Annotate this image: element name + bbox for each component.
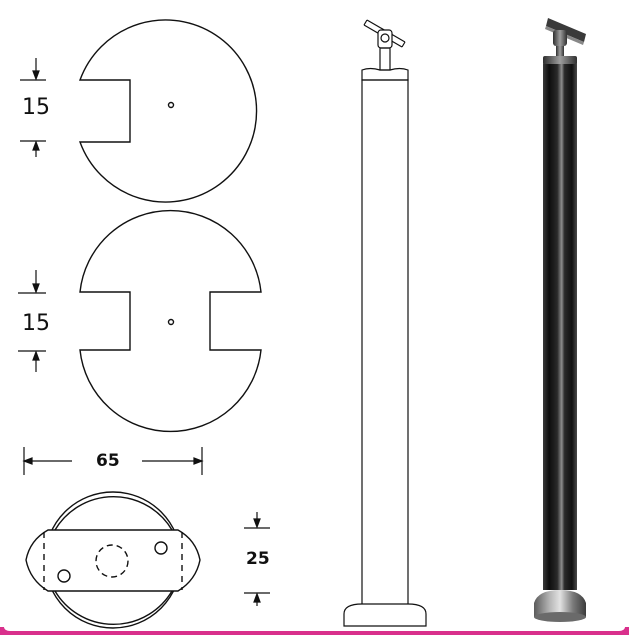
dimension-label-double-slot: 15	[22, 311, 50, 336]
base-plate-top-view	[25, 491, 201, 629]
dimension-marker-double-slot	[18, 270, 46, 372]
dimension-width-line	[22, 447, 204, 475]
dimension-height-marker	[244, 512, 270, 606]
dimension-label-width: 65	[96, 451, 120, 471]
post-line-drawing	[343, 19, 427, 627]
post-photo	[534, 18, 586, 622]
dimension-label-height: 25	[246, 549, 270, 569]
dimension-label-single-slot: 15	[22, 95, 50, 120]
plate-double-slot	[79, 209, 262, 433]
plate-single-slot	[78, 19, 258, 203]
dimension-marker-single-slot	[20, 58, 46, 157]
